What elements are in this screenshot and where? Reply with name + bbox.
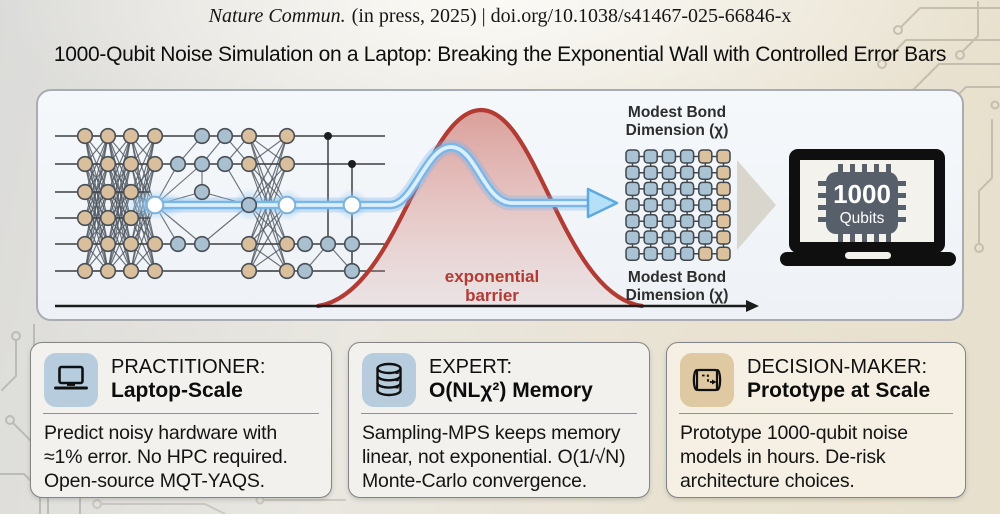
card-expert: EXPERT: O(NLχ²) Memory Sampling-MPS keep… [348, 342, 650, 498]
barrier-label: exponential [445, 267, 539, 286]
card-subtitle: Laptop-Scale [111, 379, 243, 403]
barrier-label: barrier [465, 286, 519, 305]
bond-dimension-label-top: Modest Bond [628, 104, 726, 121]
simulation-flow-arrow [142, 139, 619, 219]
card-role: EXPERT: [429, 356, 512, 379]
journal-citation: Nature Commun.(in press, 2025) | doi.org… [0, 5, 1000, 28]
qubit-chip [826, 172, 898, 234]
card-subtitle: Prototype at Scale [747, 379, 931, 403]
card-body: Predict noisy hardware with ≈1% error. N… [44, 422, 288, 492]
divider [43, 413, 319, 414]
main-diagram-panel: exponential barrier Modest Bond Dimensio… [36, 89, 964, 321]
paper-title: 1000-Qubit Noise Simulation on a Laptop:… [53, 43, 947, 66]
laptop-icon [44, 353, 98, 407]
chip-pins [818, 164, 906, 242]
card-body: Prototype 1000-qubit noise models in hou… [680, 422, 908, 492]
divider [679, 413, 953, 414]
citation-doi: (in press, 2025) | doi.org/10.1038/s4146… [351, 5, 792, 27]
divider [361, 413, 637, 414]
exponential-barrier-curve [315, 107, 645, 309]
bond-dimension-label-bottom: Dimension (χ) [626, 287, 729, 304]
mps-tensor-grid [625, 149, 731, 261]
card-practitioner: PRACTITIONER: Laptop-Scale Predict noisy… [30, 342, 332, 498]
chip-label: 1000 [833, 179, 891, 209]
bond-dimension-axis [55, 300, 759, 312]
circuit-nodes [76, 127, 362, 280]
card-decision-maker: DECISION-MAKER: Prototype at Scale Proto… [666, 342, 966, 498]
database-icon [362, 353, 416, 407]
bond-dimension-label-bottom: Modest Bond [628, 269, 726, 286]
card-subtitle: O(NLχ²) Memory [429, 379, 593, 403]
chip-label: Qubits [840, 210, 885, 227]
card-body: Sampling-MPS keeps memory linear, not ex… [362, 422, 626, 492]
bond-dimension-label-top: Dimension (χ) [626, 122, 729, 139]
journal-name: Nature Commun. [208, 5, 346, 27]
laptop-illustration: 1000 Qubits [780, 149, 956, 266]
card-role: DECISION-MAKER: [747, 356, 928, 379]
transition-chevron [737, 160, 776, 250]
blueprint-icon [680, 353, 734, 407]
card-role: PRACTITIONER: [111, 356, 266, 379]
